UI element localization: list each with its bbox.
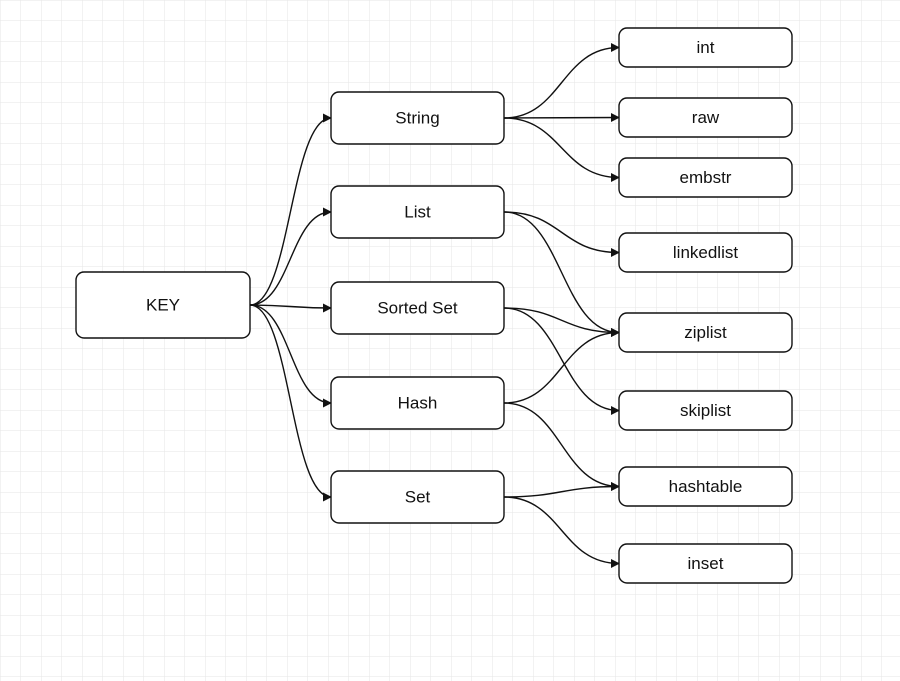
edge-sorted-set-to-skiplist bbox=[503, 307, 620, 415]
node-sorted-set-box bbox=[330, 281, 505, 335]
node-list: List bbox=[330, 185, 505, 239]
node-string-label: String bbox=[395, 108, 439, 127]
node-key-box bbox=[75, 271, 251, 339]
node-sorted-set: Sorted Set bbox=[330, 281, 505, 335]
edge-list-to-ziplist bbox=[503, 211, 620, 337]
node-int-label: int bbox=[697, 38, 715, 57]
node-embstr-box bbox=[618, 157, 793, 198]
edge-string-to-raw bbox=[503, 113, 620, 123]
node-hash-box bbox=[330, 376, 505, 430]
node-skiplist-label: skiplist bbox=[680, 401, 731, 420]
edge-layer bbox=[249, 43, 620, 568]
node-raw: raw bbox=[618, 97, 793, 138]
node-ziplist: ziplist bbox=[618, 312, 793, 353]
node-embstr-label: embstr bbox=[680, 168, 732, 187]
node-hashtable-label: hashtable bbox=[669, 477, 743, 496]
edge-sorted-set-to-ziplist bbox=[503, 307, 620, 337]
node-embstr: embstr bbox=[618, 157, 793, 198]
edge-set-to-hashtable bbox=[503, 482, 620, 498]
edge-set-to-inset bbox=[503, 496, 620, 568]
node-set-box bbox=[330, 470, 505, 524]
node-hashtable-box bbox=[618, 466, 793, 507]
edge-key-to-string bbox=[249, 113, 332, 306]
edge-key-to-hash bbox=[249, 304, 332, 408]
edge-string-to-embstr bbox=[503, 117, 620, 182]
node-hashtable: hashtable bbox=[618, 466, 793, 507]
edge-key-to-sorted-set bbox=[249, 303, 332, 313]
node-inset: inset bbox=[618, 543, 793, 584]
node-ziplist-label: ziplist bbox=[684, 323, 727, 342]
node-linkedlist-label: linkedlist bbox=[673, 243, 738, 262]
node-int: int bbox=[618, 27, 793, 68]
node-set: Set bbox=[330, 470, 505, 524]
edge-hash-to-ziplist bbox=[503, 328, 620, 404]
node-linkedlist: linkedlist bbox=[618, 232, 793, 273]
node-sorted-set-label: Sorted Set bbox=[377, 298, 458, 317]
edge-key-to-set bbox=[249, 304, 332, 502]
node-string: String bbox=[330, 91, 505, 145]
node-string-box bbox=[330, 91, 505, 145]
edge-string-to-int bbox=[503, 43, 620, 119]
node-ziplist-box bbox=[618, 312, 793, 353]
node-skiplist-box bbox=[618, 390, 793, 431]
node-hash: Hash bbox=[330, 376, 505, 430]
node-raw-box bbox=[618, 97, 793, 138]
node-list-box bbox=[330, 185, 505, 239]
node-list-label: List bbox=[404, 202, 431, 221]
node-inset-box bbox=[618, 543, 793, 584]
node-linkedlist-box bbox=[618, 232, 793, 273]
node-int-box bbox=[618, 27, 793, 68]
node-key: KEY bbox=[75, 271, 251, 339]
node-hash-label: Hash bbox=[398, 393, 438, 412]
node-raw-label: raw bbox=[692, 108, 720, 127]
edge-hash-to-hashtable bbox=[503, 402, 620, 491]
node-set-label: Set bbox=[405, 487, 431, 506]
edge-list-to-linkedlist bbox=[503, 211, 620, 257]
node-key-label: KEY bbox=[146, 295, 180, 314]
node-skiplist: skiplist bbox=[618, 390, 793, 431]
node-inset-label: inset bbox=[688, 554, 724, 573]
edge-key-to-list bbox=[249, 207, 332, 306]
